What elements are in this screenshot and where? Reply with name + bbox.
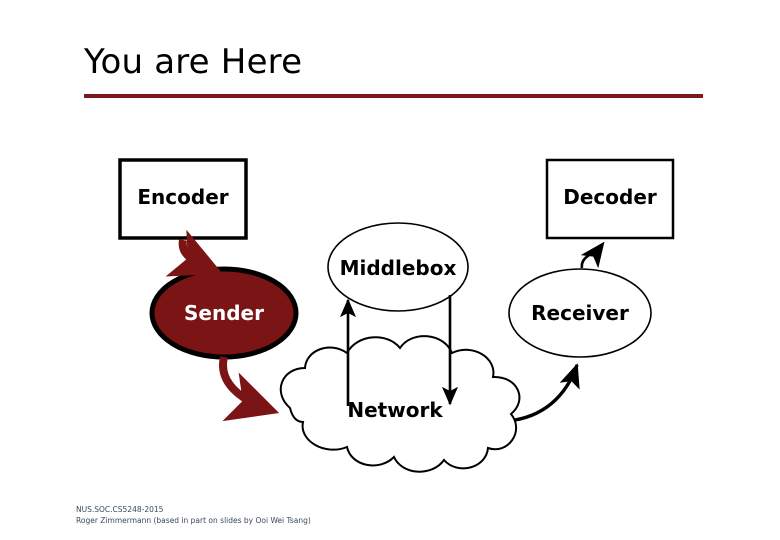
edge-sender-to-network-line — [219, 356, 280, 422]
edge-receiver-to-decoder — [580, 241, 605, 269]
title-divider — [84, 94, 703, 98]
receiver-ellipse-shape — [508, 268, 652, 358]
footer-course-code: NUS.SOC.CS5248-2015 — [76, 505, 164, 514]
node-encoder[interactable] — [118, 158, 248, 240]
decoder-box-shape — [545, 158, 675, 240]
network-cloud-shape — [279, 335, 521, 473]
encoder-box-shape — [118, 158, 248, 240]
edge-network-to-receiver — [514, 363, 580, 422]
sender-ellipse-shape — [149, 266, 299, 360]
title-block: You are Here — [84, 40, 704, 98]
middlebox-ellipse-shape — [327, 222, 469, 312]
footer-attribution: Roger Zimmermann (based in part on slide… — [76, 515, 311, 525]
edge-receiver-to-decoder-line — [580, 241, 605, 269]
node-sender[interactable] — [149, 266, 299, 360]
edge-encoder-to-sender — [165, 229, 223, 277]
node-decoder[interactable] — [545, 158, 675, 240]
page-title: You are Here — [84, 42, 303, 82]
node-middlebox[interactable] — [327, 222, 469, 312]
edge-encoder-to-sender-line — [165, 229, 223, 277]
node-receiver[interactable] — [508, 268, 652, 358]
slide-footer: NUS.SOC.CS5248-2015 Roger Zimmermann (ba… — [76, 505, 311, 526]
node-network[interactable] — [279, 335, 521, 473]
edge-network-to-receiver-line — [514, 363, 580, 422]
edge-sender-to-network — [219, 356, 280, 422]
